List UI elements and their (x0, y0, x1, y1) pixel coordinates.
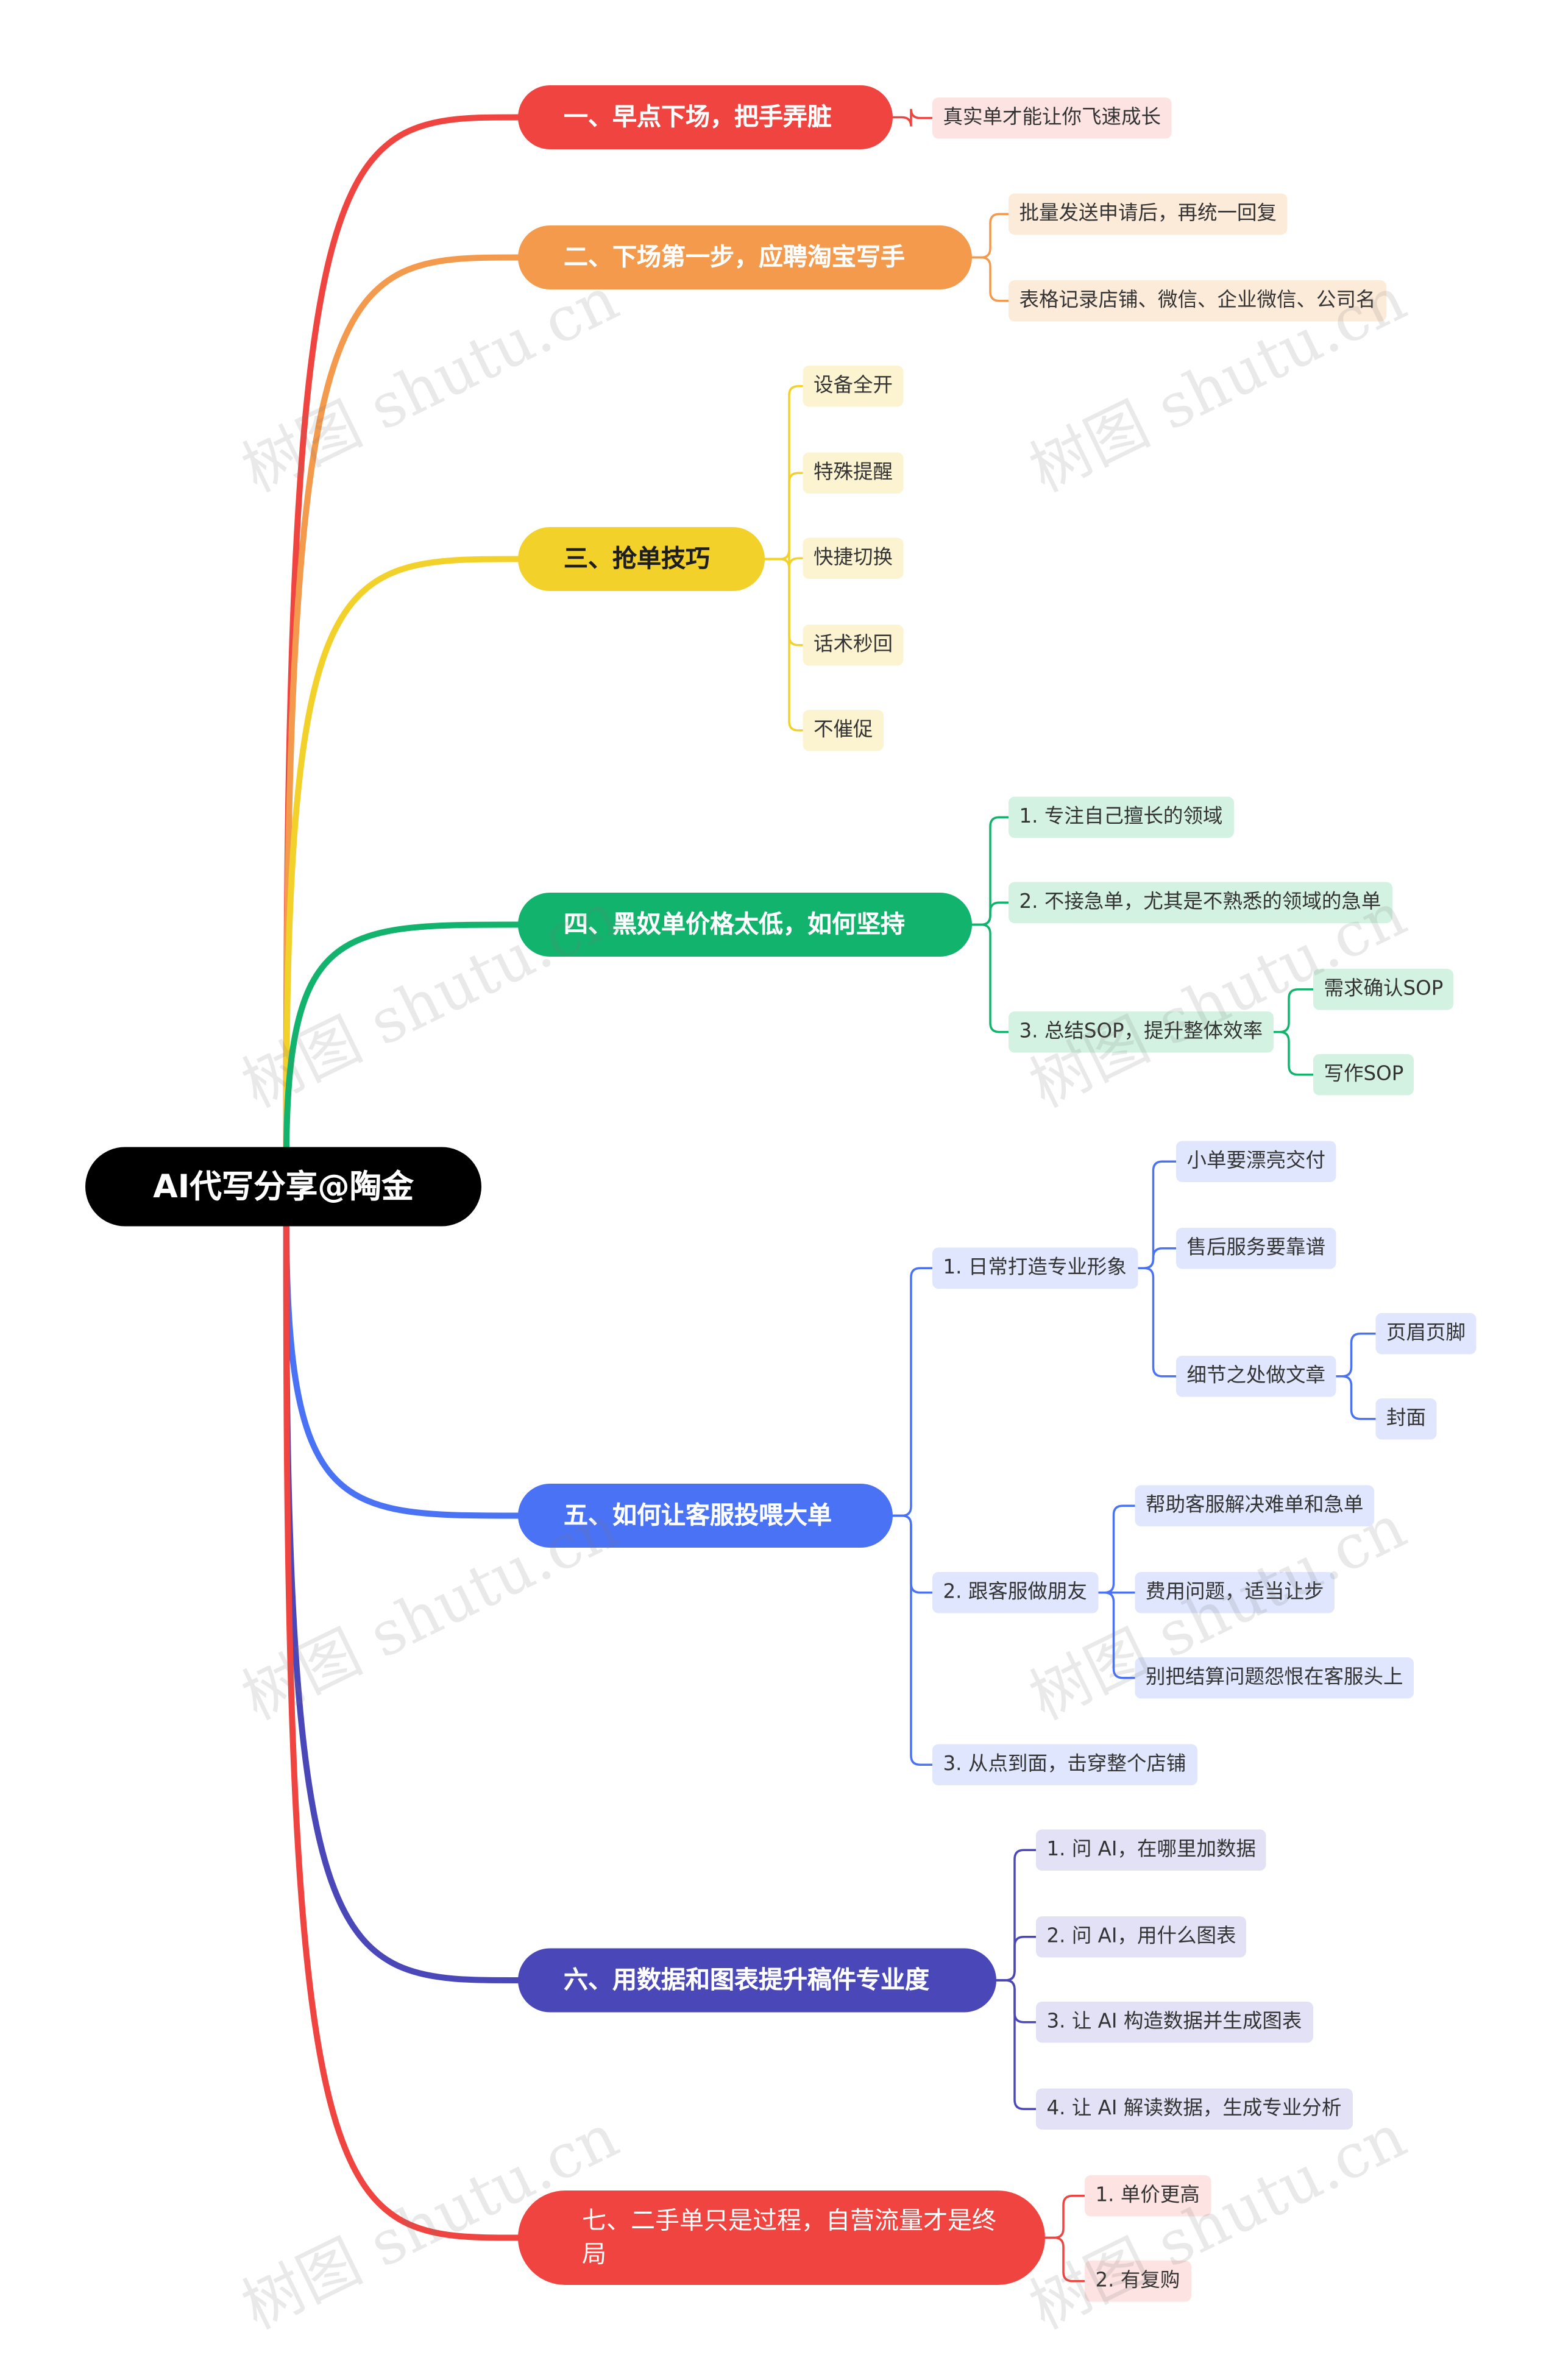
branch-1[interactable]: 一、早点下场，把手弄脏 (518, 85, 893, 149)
branch-5-friend-item-3[interactable]: 别把结算问题怨恨在客服头上 (1135, 1657, 1414, 1699)
link-b5-friend-3 (1097, 1592, 1136, 1679)
branch-4[interactable]: 四、黑奴单价格太低，如何坚持 (518, 893, 972, 957)
link-b5-friend-1 (1097, 1504, 1136, 1594)
branch-4-item-1[interactable]: 1. 专注自己擅长的领域 (1009, 796, 1233, 838)
branch-5-detail-item-1[interactable]: 页眉页脚 (1375, 1313, 1477, 1355)
branch-2-item-1[interactable]: 批量发送申请后，再统一回复 (1009, 193, 1288, 235)
root-link-6 (283, 1183, 521, 1983)
branch-4-item-2[interactable]: 2. 不接急单，尤其是不熟悉的领域的急单 (1009, 882, 1392, 923)
link-b7-1 (1044, 2195, 1086, 2239)
branch-7-item-1[interactable]: 1. 单价更高 (1085, 2175, 1211, 2217)
branch-3-item-1[interactable]: 设备全开 (803, 366, 904, 407)
branch-4-sop-item-2[interactable]: 写作SOP (1313, 1054, 1414, 1096)
root-link-4 (283, 921, 521, 1190)
branch-3-item-3[interactable]: 快捷切换 (803, 537, 904, 579)
link-b6-2 (995, 1936, 1037, 1982)
branch-5-image-item-1[interactable]: 小单要漂亮交付 (1176, 1141, 1336, 1182)
link-b6-1 (995, 1849, 1037, 1982)
branch-3[interactable]: 三、抢单技巧 (518, 527, 765, 591)
branch-4-sop-item-1[interactable]: 需求确认SOP (1313, 969, 1454, 1010)
branch-7[interactable]: 七、二手单只是过程，自营流量才是终局 (518, 2191, 1045, 2285)
link-b5-detail-1 (1335, 1333, 1377, 1378)
branch-3-item-5[interactable]: 不催促 (803, 710, 884, 751)
root-link-2 (283, 254, 521, 1190)
branch-6-item-4[interactable]: 4. 让 AI 解读数据，生成专业分析 (1036, 2088, 1352, 2130)
root-link-7 (283, 1183, 521, 2241)
branch-5-item-1[interactable]: 1. 日常打造专业形象 (932, 1247, 1138, 1289)
branch-6[interactable]: 六、用数据和图表提升稿件专业度 (518, 1948, 996, 2013)
link-b5-2 (892, 1514, 934, 1594)
branch-5-friend-item-2[interactable]: 费用问题，适当让步 (1135, 1572, 1335, 1613)
branch-5-image-item-3[interactable]: 细节之处做文章 (1176, 1356, 1336, 1397)
link-b4-sop-2 (1272, 1031, 1314, 1076)
link-b5-3 (892, 1514, 934, 1766)
link-b4-sop-1 (1272, 988, 1314, 1033)
branch-2[interactable]: 二、下场第一步，应聘淘宝写手 (518, 225, 972, 289)
branch-2-item-2[interactable]: 表格记录店铺、微信、企业微信、公司名 (1009, 280, 1387, 322)
link-b5-1 (892, 1267, 934, 1517)
branch-5-image-item-2[interactable]: 售后服务要靠谱 (1176, 1228, 1336, 1269)
link-b3-2 (764, 472, 804, 561)
branch-3-item-4[interactable]: 话术秒回 (803, 625, 904, 666)
root-node[interactable]: AI代写分享@陶金 (85, 1147, 481, 1227)
branch-5[interactable]: 五、如何让客服投喂大单 (518, 1484, 893, 1548)
link-b7-2 (1044, 2236, 1086, 2283)
branch-5-detail-item-2[interactable]: 封面 (1375, 1398, 1437, 1440)
root-link-3 (283, 556, 521, 1190)
link-b1-1 (892, 108, 934, 127)
branch-4-item-3[interactable]: 3. 总结SOP，提升整体效率 (1009, 1011, 1274, 1053)
branch-3-item-2[interactable]: 特殊提醒 (803, 452, 904, 494)
link-b5-detail-2 (1335, 1375, 1377, 1420)
branch-7-item-2[interactable]: 2. 有复购 (1085, 2261, 1191, 2302)
branch-5-item-3[interactable]: 3. 从点到面，击穿整个店铺 (932, 1744, 1197, 1785)
link-b3-4 (764, 558, 804, 646)
branch-6-item-1[interactable]: 1. 问 AI，在哪里加数据 (1036, 1829, 1267, 1871)
link-b6-4 (995, 1979, 1037, 2110)
branch-5-item-2[interactable]: 2. 跟客服做朋友 (932, 1572, 1098, 1613)
link-b5-image-3 (1136, 1267, 1177, 1378)
link-b4-3 (971, 923, 1010, 1033)
branch-6-item-3[interactable]: 3. 让 AI 构造数据并生成图表 (1036, 2002, 1313, 2043)
link-b2-1 (971, 213, 1010, 259)
link-b5-image-2 (1136, 1247, 1177, 1269)
link-b3-5 (764, 558, 804, 732)
branch-1-item-1[interactable]: 真实单才能让你飞速成长 (932, 97, 1172, 139)
link-b5-image-1 (1136, 1160, 1177, 1269)
root-link-1 (283, 114, 521, 1190)
link-b2-2 (971, 256, 1010, 302)
branch-6-item-2[interactable]: 2. 问 AI，用什么图表 (1036, 1916, 1247, 1958)
link-b6-3 (995, 1979, 1037, 2024)
branch-5-friend-item-1[interactable]: 帮助客服解决难单和急单 (1135, 1485, 1375, 1526)
root-link-5 (283, 1183, 521, 1519)
